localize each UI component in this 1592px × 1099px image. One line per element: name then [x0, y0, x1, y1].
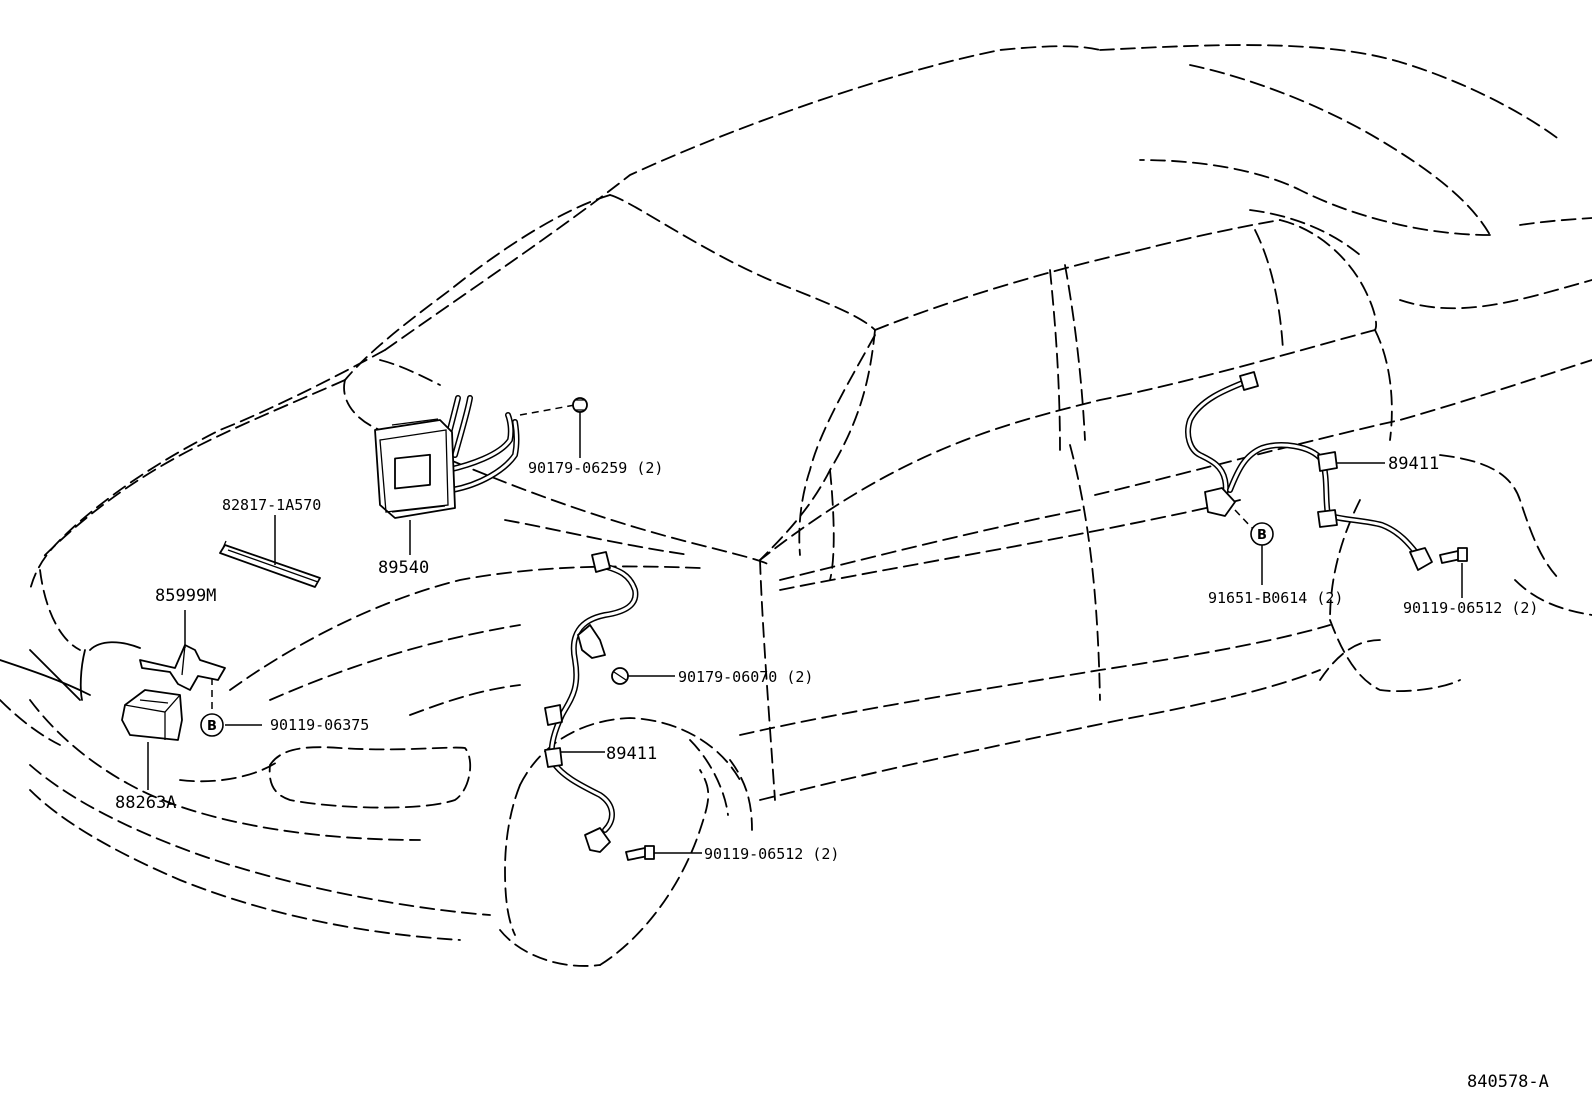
svg-text:B: B: [1257, 528, 1267, 543]
marker-b-front: B: [200, 713, 224, 737]
callout-front-sensor: 89411: [606, 744, 657, 764]
marker-b-rear: B: [1250, 522, 1274, 546]
callout-ecu-nut: 90179-06259 (2): [528, 459, 663, 477]
front-speed-sensor: [544, 551, 702, 861]
svg-text:B: B: [207, 719, 217, 734]
callout-rear-clamp-bolt: 91651-B0614 (2): [1208, 589, 1343, 607]
car-outline: [0, 44, 1592, 967]
cable-strip: [219, 515, 321, 588]
abs-ecu: [374, 395, 588, 555]
bracket-and-relay: [121, 610, 262, 790]
callout-rear-bolt: 90119-06512 (2): [1403, 599, 1538, 617]
callout-rear-sensor: 89411: [1388, 454, 1439, 474]
callout-front-nut: 90179-06070 (2): [678, 668, 813, 686]
callout-bracket: 85999M: [155, 586, 216, 606]
rear-speed-sensor: [1185, 371, 1468, 598]
callout-cable-strip: 82817-1A570: [222, 496, 321, 514]
callout-bracket-bolt: 90119-06375: [270, 716, 369, 734]
callout-front-bolt: 90119-06512 (2): [704, 845, 839, 863]
callout-relay: 88263A: [115, 793, 176, 813]
figure-id: 840578-A: [1467, 1072, 1549, 1092]
callout-ecu: 89540: [378, 558, 429, 578]
